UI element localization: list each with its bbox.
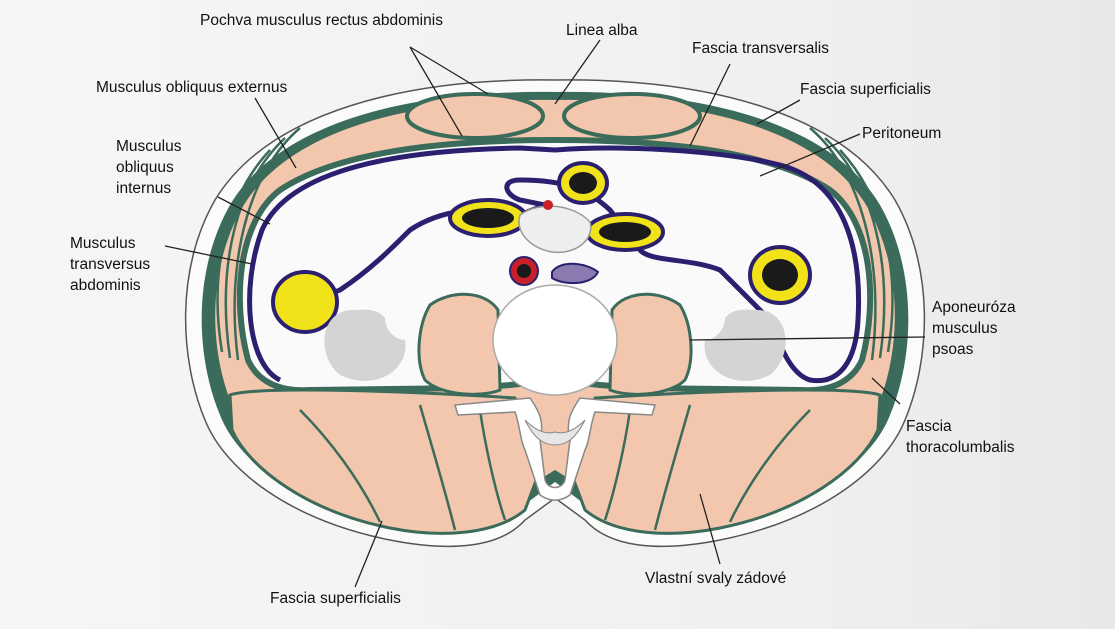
label-psoas-line2: musculus [932, 318, 1016, 339]
label-transversus-line2: transversus [70, 254, 150, 275]
label-linea-alba: Linea alba [566, 20, 638, 41]
label-thoracolumbalis-line1: Fascia [906, 416, 1015, 437]
psoas-left [419, 294, 500, 394]
label-vlastni-svaly: Vlastní svaly zádové [645, 568, 786, 589]
label-psoas-line1: Aponeuróza [932, 297, 1016, 318]
rectus-abdominis-left [407, 94, 543, 138]
label-aponeuroza-psoas: Aponeuróza musculus psoas [932, 297, 1016, 360]
label-fascia-superficialis-top: Fascia superficialis [800, 79, 931, 100]
label-obliquus-internus-line1: Musculus [116, 136, 181, 157]
label-transversus-line1: Musculus [70, 233, 150, 254]
label-obliquus-externus: Musculus obliquus externus [96, 77, 287, 98]
label-transversus: Musculus transversus abdominis [70, 233, 150, 296]
label-transversus-line3: abdominis [70, 275, 150, 296]
label-pochva-rectus: Pochva musculus rectus abdominis [200, 10, 443, 31]
label-fascia-thoracolumbalis: Fascia thoracolumbalis [906, 416, 1015, 458]
psoas-right [610, 294, 691, 394]
label-thoracolumbalis-line2: thoracolumbalis [906, 437, 1015, 458]
vertebral-body [493, 285, 617, 395]
rectus-abdominis-right [564, 94, 700, 138]
label-fascia-superficialis-bottom: Fascia superficialis [270, 588, 401, 609]
label-peritoneum: Peritoneum [862, 123, 941, 144]
label-fascia-transversalis: Fascia transversalis [692, 38, 829, 59]
label-obliquus-internus: Musculus obliquus internus [116, 136, 181, 199]
intestine-left [273, 272, 337, 332]
label-obliquus-internus-line3: internus [116, 178, 181, 199]
label-psoas-line3: psoas [932, 339, 1016, 360]
label-obliquus-internus-line2: obliquus [116, 157, 181, 178]
